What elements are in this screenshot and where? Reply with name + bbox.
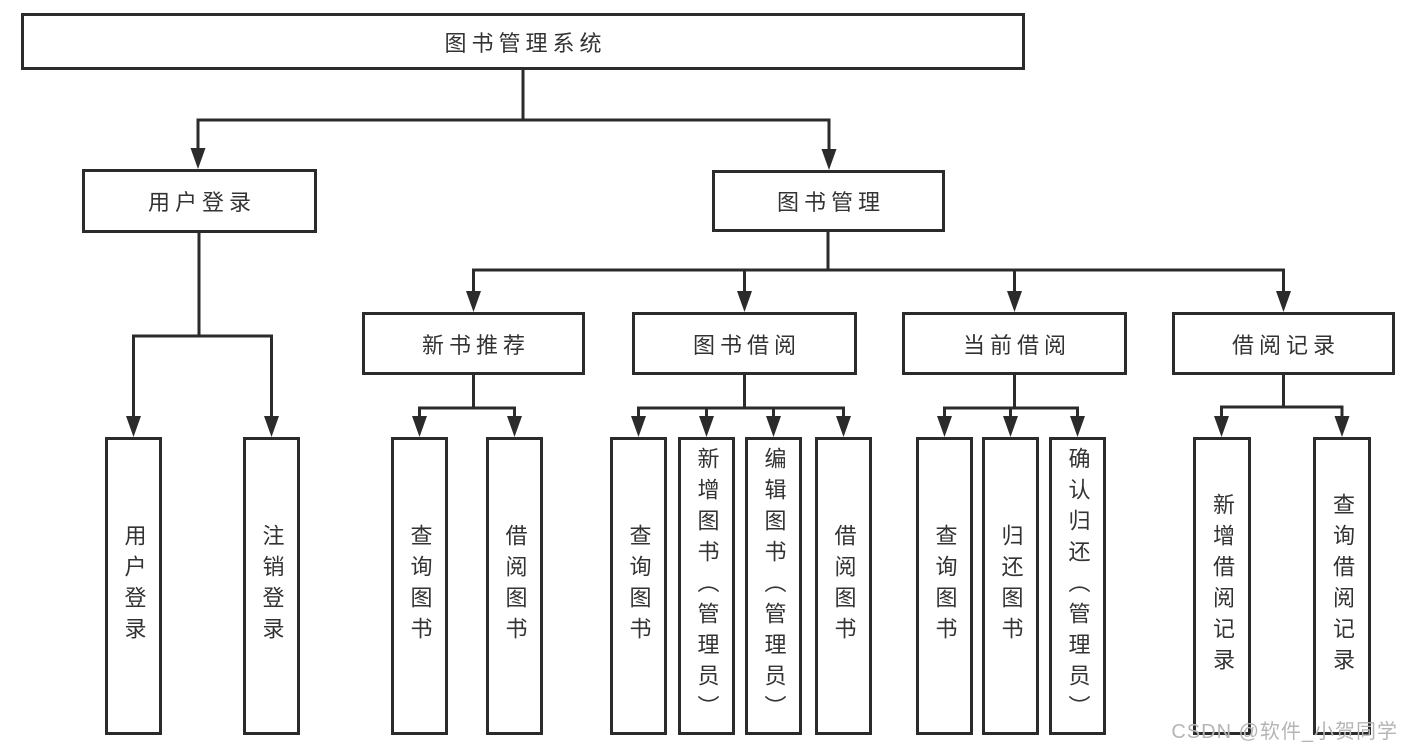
leaf-add-books-admin: 新增图书（管理员） — [678, 437, 735, 735]
leaf-borrow-books-recommend: 借阅图书 — [486, 437, 543, 735]
leaf-return-books: 归还图书 — [982, 437, 1039, 735]
leaf-query-books-borrowing: 查询图书 — [610, 437, 667, 735]
leaf-confirm-return-admin: 确认归还（管理员） — [1049, 437, 1106, 735]
node-root-library-management-system: 图书管理系统 — [21, 13, 1025, 70]
leaf-query-books-recommend: 查询图书 — [391, 437, 448, 735]
node-new-book-recommendation: 新书推荐 — [362, 312, 585, 375]
leaf-add-borrow-record: 新增借阅记录 — [1193, 437, 1251, 735]
leaf-borrow-books-borrowing: 借阅图书 — [815, 437, 872, 735]
node-book-borrowing: 图书借阅 — [632, 312, 857, 375]
leaf-user-login: 用户登录 — [105, 437, 162, 735]
node-current-borrowing: 当前借阅 — [902, 312, 1127, 375]
watermark: CSDN @软件_小贺同学 — [1171, 721, 1398, 743]
node-borrowing-records: 借阅记录 — [1172, 312, 1395, 375]
node-book-management: 图书管理 — [712, 170, 945, 232]
leaf-query-borrow-record: 查询借阅记录 — [1313, 437, 1371, 735]
leaf-query-books-current: 查询图书 — [916, 437, 973, 735]
leaf-edit-books-admin: 编辑图书（管理员） — [745, 437, 802, 735]
node-user-login: 用户登录 — [82, 169, 317, 233]
leaf-logout: 注销登录 — [243, 437, 300, 735]
